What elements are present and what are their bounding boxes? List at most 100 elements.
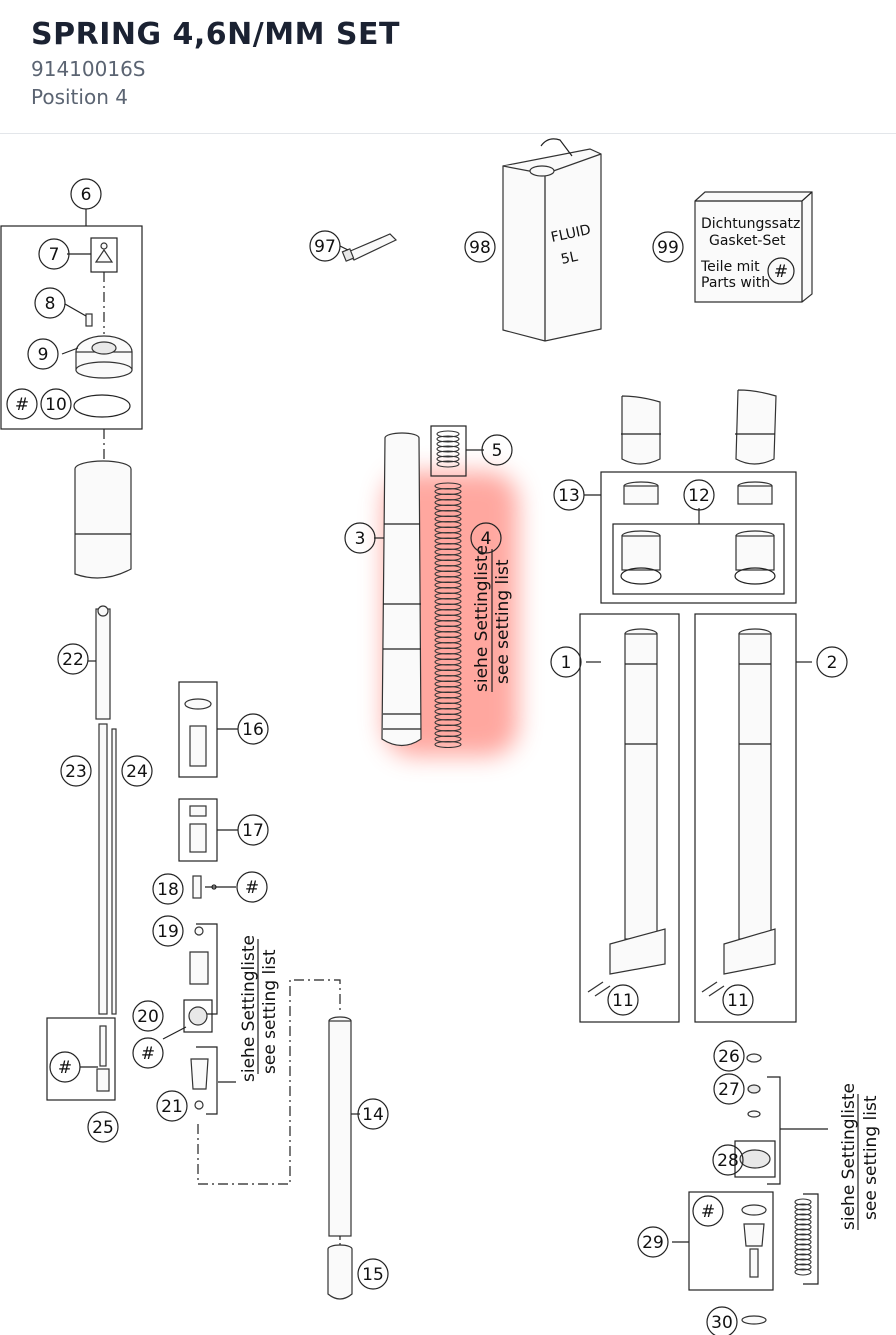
preload-spacer: [436, 430, 460, 468]
svg-text:9: 9: [38, 345, 49, 365]
svg-text:7: 7: [49, 245, 60, 265]
page-title: SPRING 4,6N/MM SET: [31, 17, 400, 52]
spring-coil: [794, 1268, 812, 1276]
svg-text:26: 26: [718, 1047, 740, 1067]
spring-coil: [794, 1258, 812, 1266]
callout-hash-b[interactable]: #: [236, 871, 268, 903]
svg-text:#: #: [701, 1202, 715, 1222]
callout-9[interactable]: 9: [27, 338, 59, 370]
spring-coil: [794, 1218, 812, 1226]
cap-assembly-group: [0, 209, 143, 579]
spring-coil: [434, 740, 462, 749]
spring-coil: [436, 440, 460, 448]
svg-text:20: 20: [137, 1007, 159, 1027]
svg-text:24: 24: [126, 762, 148, 782]
callout-16[interactable]: 16: [237, 713, 269, 745]
callout-3[interactable]: 3: [344, 522, 376, 554]
svg-text:22: 22: [62, 650, 84, 670]
callout-29[interactable]: 29: [637, 1226, 669, 1258]
callout-14[interactable]: 14: [357, 1098, 389, 1130]
position-label: Position 4: [31, 85, 128, 109]
spring-coil: [436, 460, 460, 468]
spring-coil: [794, 1238, 812, 1246]
damper-tube-group: [327, 1016, 360, 1300]
svg-text:14: 14: [362, 1105, 384, 1125]
callout-28[interactable]: 28: [712, 1144, 744, 1176]
grease-tube: [339, 233, 398, 262]
svg-text:25: 25: [92, 1118, 114, 1138]
svg-text:11: 11: [727, 991, 749, 1011]
setting-text-en-right: see setting list: [861, 1095, 881, 1220]
setting-text-de-mid: siehe Settingliste: [239, 935, 259, 1082]
inner-tubes-group: [579, 613, 812, 1023]
fork-spring-group: siehe Settingliste see setting list: [374, 425, 513, 749]
callout-13[interactable]: 13: [553, 479, 585, 511]
callout-labels: 6 7 8 9 # 10 97 98 99 5 3 4 13 12 1 2 11…: [6, 178, 848, 1335]
svg-text:30: 30: [711, 1313, 733, 1333]
main-spring: [434, 482, 462, 749]
callout-22[interactable]: 22: [57, 643, 89, 675]
svg-text:13: 13: [558, 486, 580, 506]
spring-coil: [436, 435, 460, 443]
callout-7[interactable]: 7: [38, 238, 70, 270]
spring-coil: [794, 1223, 812, 1231]
callout-hash-c[interactable]: #: [132, 1037, 164, 1069]
callout-hash-e[interactable]: #: [692, 1195, 724, 1227]
callout-30[interactable]: 30: [706, 1306, 738, 1335]
spring-coil: [794, 1208, 812, 1216]
callout-21[interactable]: 21: [156, 1090, 188, 1122]
fluid-label-2: 5L: [560, 249, 580, 268]
gasket-text-de: Dichtungssatz: [701, 216, 800, 232]
callout-19[interactable]: 19: [152, 915, 184, 947]
spring-coil: [794, 1233, 812, 1241]
page-header: SPRING 4,6N/MM SET 91410016S Position 4: [0, 0, 896, 134]
spring-coil: [794, 1213, 812, 1221]
setting-text-de-right: siehe Settingliste: [839, 1083, 859, 1230]
callout-24[interactable]: 24: [121, 755, 153, 787]
callout-17[interactable]: 17: [237, 814, 269, 846]
fluid-canister: FLUID 5L: [502, 138, 602, 342]
callout-5[interactable]: 5: [481, 434, 513, 466]
callout-15[interactable]: 15: [357, 1258, 389, 1290]
callout-27[interactable]: 27: [713, 1073, 745, 1105]
spring-coil: [794, 1228, 812, 1236]
parts-text-de: Teile mit: [700, 259, 760, 275]
svg-text:#: #: [58, 1058, 72, 1078]
callout-98[interactable]: 98: [464, 231, 496, 263]
valve-parts-group: siehe Settingliste see setting list: [162, 681, 341, 1185]
gasket-hash: #: [774, 262, 788, 282]
svg-text:8: 8: [45, 294, 56, 314]
callout-10[interactable]: 10: [40, 388, 72, 420]
callout-26[interactable]: 26: [713, 1040, 745, 1072]
callout-hash-d[interactable]: #: [49, 1051, 81, 1083]
spring-coil: [794, 1198, 812, 1206]
spring-coil: [794, 1203, 812, 1211]
svg-text:3: 3: [355, 529, 366, 549]
callout-4[interactable]: 4: [470, 522, 502, 554]
callout-99[interactable]: 99: [652, 231, 684, 263]
svg-text:1: 1: [561, 653, 572, 673]
callout-18[interactable]: 18: [152, 873, 184, 905]
callout-12[interactable]: 12: [683, 479, 715, 511]
callout-11a[interactable]: 11: [607, 984, 639, 1016]
callout-hash-a[interactable]: #: [6, 388, 38, 420]
spring-coil: [436, 445, 460, 453]
callout-2[interactable]: 2: [816, 646, 848, 678]
callout-25[interactable]: 25: [87, 1111, 119, 1143]
svg-text:15: 15: [362, 1265, 384, 1285]
spring-coil: [436, 455, 460, 463]
callout-20[interactable]: 20: [132, 1000, 164, 1032]
callout-8[interactable]: 8: [34, 287, 66, 319]
callout-1[interactable]: 1: [550, 646, 582, 678]
spring-coil: [794, 1243, 812, 1251]
callout-97[interactable]: 97: [309, 230, 341, 262]
svg-text:#: #: [15, 395, 29, 415]
callout-6[interactable]: 6: [70, 178, 102, 210]
callout-11b[interactable]: 11: [722, 984, 754, 1016]
spring-coil: [794, 1263, 812, 1271]
svg-text:23: 23: [65, 762, 87, 782]
setting-text-de-4: siehe Settingliste: [472, 545, 492, 692]
callout-23[interactable]: 23: [60, 755, 92, 787]
spring-coil: [794, 1248, 812, 1256]
cartridge-group: [46, 605, 117, 1101]
